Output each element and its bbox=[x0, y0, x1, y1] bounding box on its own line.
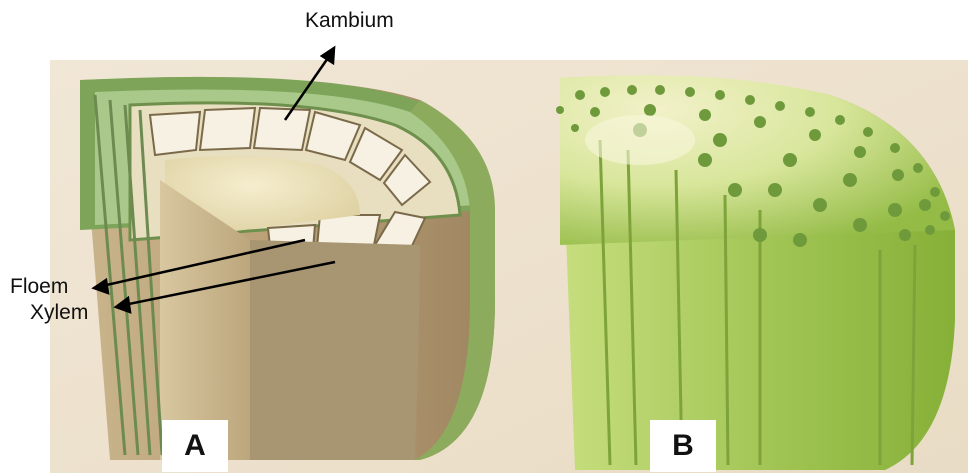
top-highlight bbox=[585, 115, 695, 165]
panel-label-a: A bbox=[162, 420, 228, 472]
xylem-label: Xylem bbox=[30, 302, 88, 323]
dicot-stem-illustration bbox=[80, 77, 495, 460]
kambium-label: Kambium bbox=[305, 10, 394, 31]
floem-label: Floem bbox=[10, 276, 68, 297]
panel-label-b: B bbox=[650, 420, 716, 472]
monocot-stem-illustration bbox=[556, 75, 955, 470]
